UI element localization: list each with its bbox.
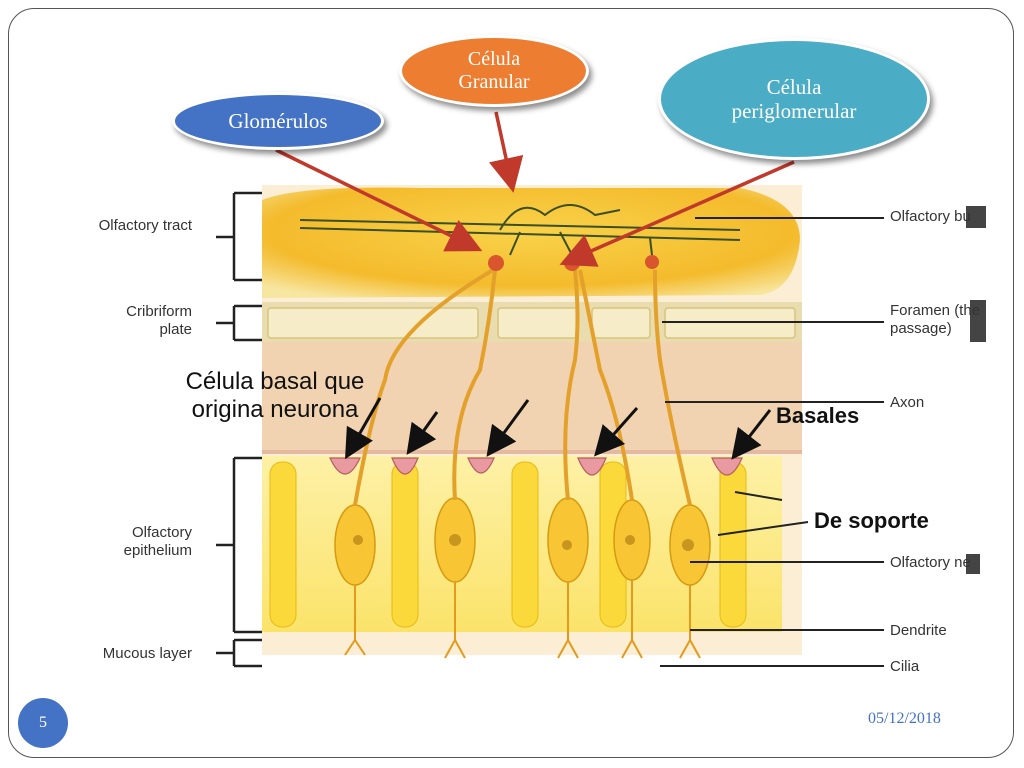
basales-annotation: Basales: [776, 403, 860, 428]
olfactory-tract-label: Olfactory tract: [98, 217, 192, 234]
axon-label: Axon: [890, 394, 925, 411]
mucous-layer-label: Mucous layer: [102, 645, 192, 662]
label-cutoff-marker: [966, 206, 986, 228]
cribriform-plate-label: Cribriform plate: [126, 303, 192, 338]
granular-cell-callout: Célula Granular: [399, 35, 589, 107]
periglomerular-cell-label: Célula periglomerular: [731, 74, 857, 123]
basal-cell-annotation: Célula basal que origina neurona: [185, 368, 365, 423]
olfactory-bulb-label: Olfactory bulb: [890, 208, 970, 225]
slide-date: 05/12/2018: [868, 710, 941, 727]
periglomerular-cell-callout: Célula periglomerular: [658, 38, 930, 160]
olfactory-bulb: [262, 187, 800, 298]
slide-number: 5: [39, 714, 47, 731]
label-cutoff-marker: [970, 300, 986, 342]
slide-number-badge: 5: [18, 698, 68, 748]
de-soporte-annotation: De soporte: [814, 508, 929, 533]
dendrite-label: Dendrite: [890, 622, 947, 639]
olfactory-neuron-label: Olfactory neuron: [890, 554, 970, 571]
label-cutoff-marker: [966, 554, 980, 574]
olfactory-epithelium-label: Olfactory epithelium: [123, 524, 192, 559]
cilia-label: Cilia: [890, 658, 920, 675]
glomerulos-callout: Glomérulos: [172, 92, 384, 150]
granular-cell-label: Célula Granular: [458, 48, 530, 93]
foramen-label: Foramen (the passage): [890, 302, 981, 337]
glomerulos-label: Glomérulos: [228, 108, 328, 133]
